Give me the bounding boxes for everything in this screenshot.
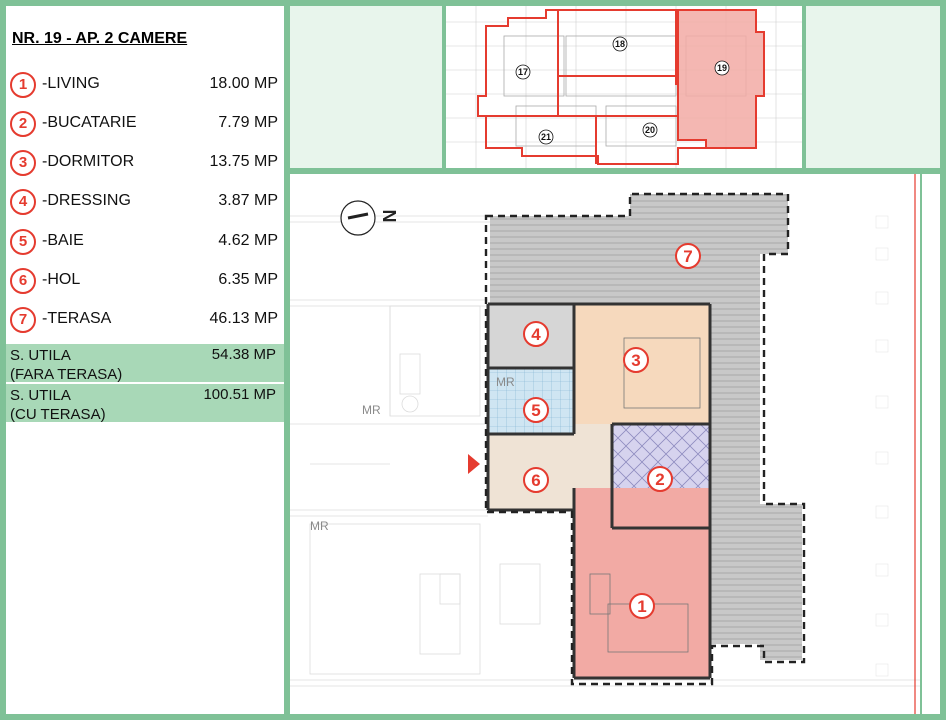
room-marker-4: 4 [531, 325, 541, 344]
summary-label-sub: (CU TERASA) [10, 406, 106, 423]
entrance-marker-icon [468, 454, 480, 474]
floor-plan-drawing: N MR MR MR 1 2 3 4 5 6 7 [290, 174, 920, 714]
room-name: -DRESSING [42, 192, 131, 209]
summary-label: S. UTILA [10, 387, 71, 404]
room-area: 7.79 MP [218, 114, 278, 131]
hall-area [488, 424, 612, 510]
room-number-badge: 7 [10, 307, 36, 333]
mr-label: MR [310, 519, 329, 533]
room-number-badge: 5 [10, 229, 36, 255]
summary-label: S. UTILA [10, 347, 71, 364]
room-area: 46.13 MP [209, 310, 278, 327]
room-number-badge: 3 [10, 150, 36, 176]
north-arrow-icon: N [340, 200, 400, 236]
room-marker-3: 3 [631, 351, 640, 370]
room-name: -DORMITOR [42, 153, 135, 170]
right-strip [922, 174, 940, 714]
room-row-living: 1 -LIVING 18.00 MP [10, 72, 278, 100]
room-marker-5: 5 [531, 401, 540, 420]
key-plan-drawing: 17 18 19 20 21 [446, 6, 802, 168]
room-number-badge: 6 [10, 268, 36, 294]
room-name: -BAIE [42, 232, 84, 249]
room-name: -TERASA [42, 310, 112, 327]
unit-label-17: 17 [518, 67, 528, 77]
room-name: -BUCATARIE [42, 114, 137, 131]
apartment-boundary [484, 192, 806, 686]
floor-plan: N MR MR MR 1 2 3 4 5 6 7 [290, 174, 920, 714]
room-marker-2: 2 [655, 470, 664, 489]
room-area: 4.62 MP [218, 232, 278, 249]
room-area: 6.35 MP [218, 271, 278, 288]
unit-label-21: 21 [541, 132, 551, 142]
room-row-terasa: 7 -TERASA 46.13 MP [10, 307, 278, 335]
unit-label-20: 20 [645, 125, 655, 135]
room-marker-1: 1 [637, 597, 646, 616]
room-number-badge: 2 [10, 111, 36, 137]
room-row-dormitor: 3 -DORMITOR 13.75 MP [10, 150, 278, 178]
room-number-badge: 1 [10, 72, 36, 98]
room-area: 18.00 MP [209, 75, 278, 92]
unit-label-19: 19 [717, 63, 727, 73]
summary-label-sub: (FARA TERASA) [10, 366, 123, 383]
summary-value: 100.51 MP [203, 386, 276, 403]
top-left-blank-panel [290, 6, 442, 168]
room-row-baie: 5 -BAIE 4.62 MP [10, 229, 278, 257]
unit-label-18: 18 [615, 39, 625, 49]
room-row-dressing: 4 -DRESSING 3.87 MP [10, 189, 278, 217]
mr-label: MR [362, 403, 381, 417]
key-plan: 17 18 19 20 21 [446, 6, 802, 168]
room-row-bucatarie: 2 -BUCATARIE 7.79 MP [10, 111, 278, 139]
top-right-blank-panel [806, 6, 940, 168]
north-label: N [380, 210, 400, 223]
apartment-title: NR. 19 - AP. 2 CAMERE [12, 30, 188, 47]
living-area [574, 488, 710, 678]
room-name: -HOL [42, 271, 81, 288]
room-number-badge: 4 [10, 189, 36, 215]
summary-row-fara-terasa: S. UTILA (FARA TERASA) 54.38 MP [6, 344, 284, 383]
room-marker-6: 6 [531, 471, 540, 490]
summary-value: 54.38 MP [211, 346, 276, 363]
room-area: 3.87 MP [218, 192, 278, 209]
room-row-hol: 6 -HOL 6.35 MP [10, 268, 278, 296]
mr-label: MR [496, 375, 515, 389]
room-marker-7: 7 [683, 247, 692, 266]
legend-panel: NR. 19 - AP. 2 CAMERE 1 -LIVING 18.00 MP… [6, 6, 284, 714]
room-area: 13.75 MP [209, 153, 278, 170]
room-name: -LIVING [42, 75, 100, 92]
summary-row-cu-terasa: S. UTILA (CU TERASA) 100.51 MP [6, 384, 284, 423]
